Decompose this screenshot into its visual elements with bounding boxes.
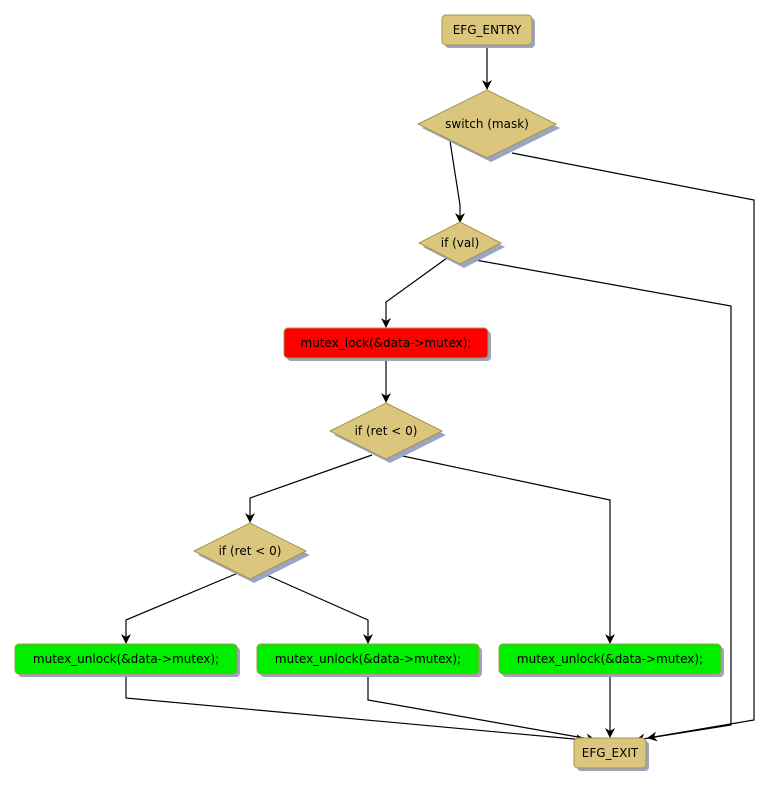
node-ifret2: if (ret < 0): [192, 522, 310, 583]
node-box: [498, 643, 722, 675]
node-box: [441, 14, 533, 46]
node-box: [256, 643, 480, 675]
node-box: [14, 643, 238, 675]
edge-ifval-exit: [469, 258, 732, 744]
node-label: switch (mask): [445, 117, 529, 131]
node-label: if (ret < 0): [355, 424, 418, 438]
node-label: mutex_lock(&data->mutex);: [301, 336, 472, 350]
node-ifval: if (val): [417, 221, 505, 268]
edge-unlock1-exit: [125, 675, 586, 745]
node-box: [573, 737, 647, 769]
node-unlock1: mutex_unlock(&data->mutex);: [14, 643, 240, 677]
edge-ifret2-unlock1: [121, 572, 239, 644]
node-diamond: [417, 221, 503, 265]
edge-ifret2-unlock2: [261, 572, 373, 644]
node-diamond: [192, 522, 308, 580]
edge-unlock2-exit: [367, 675, 596, 744]
edge-switch-ifval: [449, 140, 465, 223]
node-diamond: [328, 402, 444, 460]
node-diamond: [416, 89, 558, 159]
node-label: if (val): [441, 236, 480, 250]
edge-switch-exit: [511, 152, 755, 742]
node-label: mutex_unlock(&data->mutex);: [33, 652, 219, 666]
node-unlock2: mutex_unlock(&data->mutex);: [256, 643, 482, 677]
edge-ifval-lock: [381, 257, 448, 328]
node-label: mutex_unlock(&data->mutex);: [517, 652, 703, 666]
node-entry: EFG_ENTRY: [441, 14, 535, 48]
node-unlock3: mutex_unlock(&data->mutex);: [498, 643, 724, 677]
node-label: EFG_ENTRY: [453, 23, 522, 37]
edge-ifret1-unlock3: [397, 454, 615, 644]
node-label: EFG_EXIT: [582, 746, 639, 760]
node-ifret1: if (ret < 0): [328, 402, 446, 463]
node-lock: mutex_lock(&data->mutex);: [283, 327, 491, 361]
node-label: if (ret < 0): [219, 544, 282, 558]
node-box: [283, 327, 489, 359]
node-exit: EFG_EXIT: [573, 737, 649, 771]
edge-ifret1-ifret2: [245, 454, 373, 523]
node-label: mutex_unlock(&data->mutex);: [275, 652, 461, 666]
node-switch: switch (mask): [416, 89, 560, 162]
